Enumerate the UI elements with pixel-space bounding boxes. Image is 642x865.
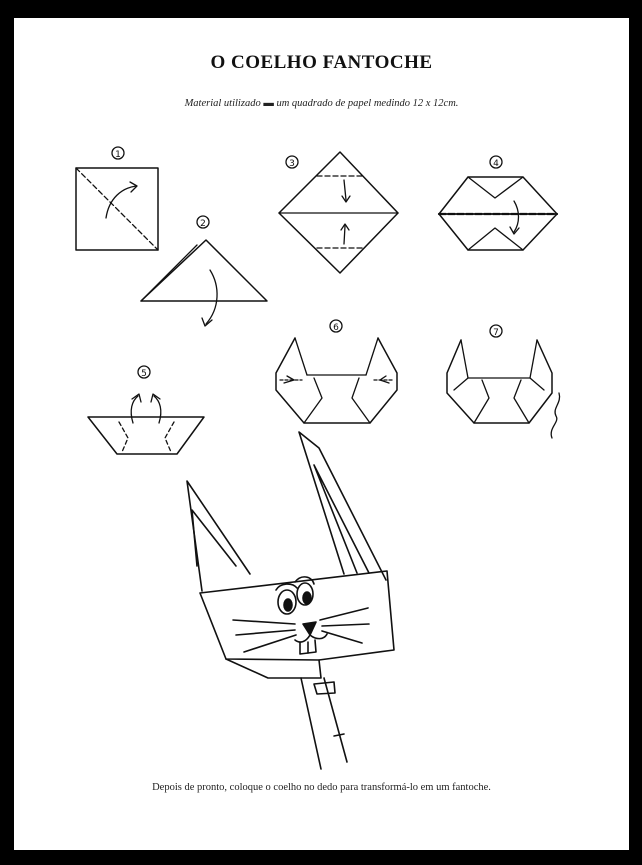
fold-arrow-icon	[206, 270, 217, 324]
step-4-diagram: 4	[439, 156, 557, 250]
step-1-number: 1	[115, 150, 121, 160]
step-6-diagram: 6	[276, 320, 397, 423]
step-3-diagram: 3	[279, 152, 398, 273]
step-2-diagram: 2	[141, 216, 267, 326]
step-5-number: 5	[141, 369, 147, 379]
step-2-number: 2	[200, 219, 206, 229]
step-7-number: 7	[493, 328, 499, 338]
finger-curl-icon	[551, 393, 559, 438]
step-4-number: 4	[493, 159, 499, 169]
step-6-number: 6	[333, 323, 339, 333]
instructions-footer: Depois de pronto, coloque o coelho no de…	[14, 782, 629, 793]
rabbit-puppet-illustration	[187, 432, 394, 769]
document-page: O COELHO FANTOCHE Material utilizado ▬ u…	[12, 16, 631, 852]
folding-diagram: 1 2 3 4	[14, 18, 629, 850]
step-5-diagram: 5	[88, 366, 204, 454]
step-3-number: 3	[289, 159, 295, 169]
step-1-diagram: 1	[76, 147, 158, 250]
step-7-diagram: 7	[447, 325, 560, 438]
